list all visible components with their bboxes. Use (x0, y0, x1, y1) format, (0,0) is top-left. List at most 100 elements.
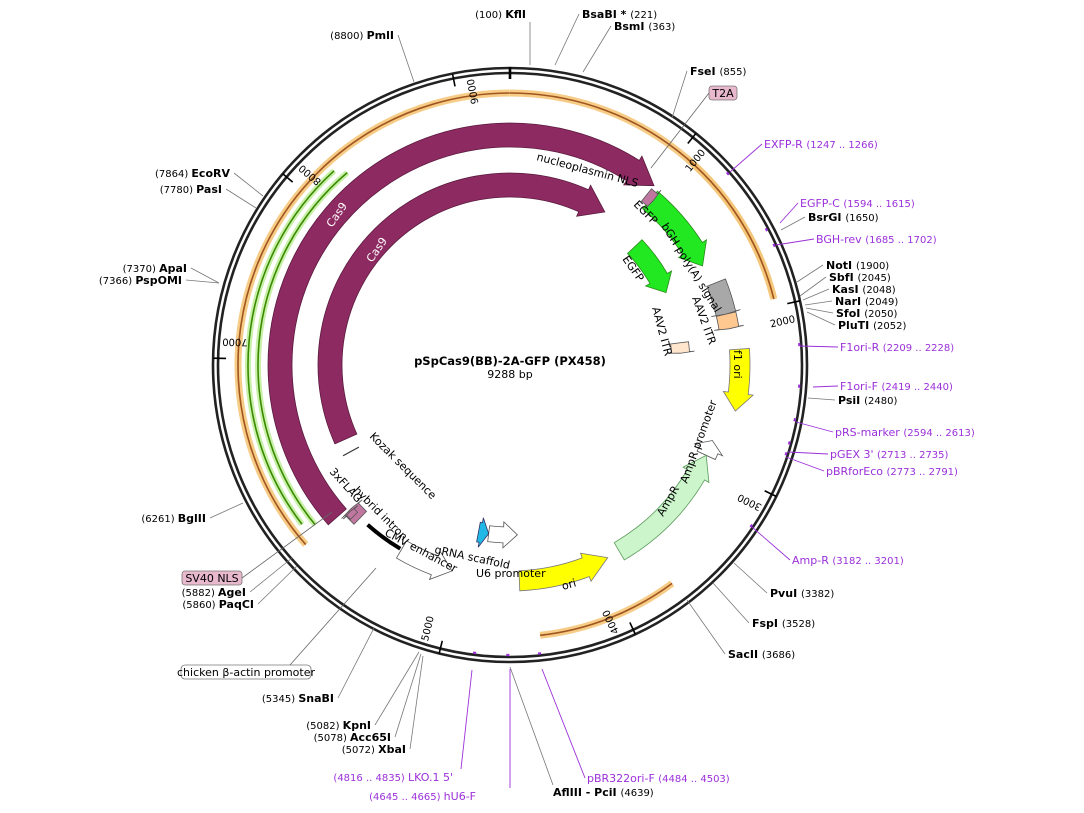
enzyme-line-17 (394, 653, 422, 738)
sv40-nls-text: SV40 NLS (185, 572, 238, 585)
enzyme-label-0: (100) KflI (475, 8, 526, 21)
enzyme-pos-4: (1650) (845, 213, 878, 224)
primer-name-8: Amp-R (792, 554, 832, 567)
tick-mark-3000 (764, 490, 777, 498)
enzyme-line-21 (249, 557, 293, 593)
enzyme-name-27: PmlI (367, 29, 394, 42)
chicken-actin-label: chicken β-actin promoter (177, 567, 377, 680)
primer-name-5: pRS-marker (835, 426, 903, 439)
enzyme-label-7: KasI (2048) (832, 283, 896, 296)
enzyme-line-24 (190, 267, 220, 284)
primer-line-3 (799, 345, 839, 348)
enzyme-label-20: (5860) PaqCI (182, 598, 254, 611)
enzyme-line-1 (554, 13, 580, 66)
primer-bar-6 (787, 441, 791, 445)
primer-name-10: hU6-F (444, 790, 476, 803)
primer-range-8: (3182 .. 3201) (832, 556, 904, 567)
tick-mark-1000 (687, 132, 697, 145)
primer-label-8: Amp-R (3182 .. 3201) (792, 554, 904, 567)
primer-line-8 (751, 526, 791, 561)
sv40-nls-label: SV40 NLS (181, 511, 333, 586)
plasmid-length: 9288 bp (487, 368, 532, 381)
primer-line-5 (795, 421, 834, 433)
enzyme-pos-19: (5345) (262, 694, 298, 705)
enzyme-line-18 (374, 651, 420, 726)
cas9-inner-arrow (317, 172, 606, 445)
primer-label-9: pBR322ori-F (4484 .. 4503) (587, 772, 730, 785)
orf-line-1 (540, 582, 673, 637)
label-u6-promoter: U6 promoter (476, 567, 546, 580)
enzyme-name-18: KpnI (343, 719, 371, 732)
enzyme-label-24: (7370) ApaI (123, 262, 187, 275)
primer-label-3: F1ori-R (2209 .. 2228) (840, 341, 954, 354)
enzyme-label-1: BsaBI * (221) (582, 8, 657, 21)
sv40-nls-box (342, 505, 359, 520)
orf-line-top (509, 92, 775, 300)
enzyme-pos-1: (221) (630, 10, 657, 21)
enzyme-label-18: (5082) KpnI (306, 719, 371, 732)
tick-label-3000: 3000 (736, 491, 764, 512)
enzyme-label-22: (6261) BglII (141, 512, 206, 525)
enzyme-pos-17: (5078) (314, 733, 350, 744)
enzyme-label-23: (7366) PspOMI (99, 274, 182, 287)
enzyme-label-26: (7864) EcoRV (155, 167, 230, 180)
enzyme-label-5: NotI (1900) (826, 259, 889, 272)
enzyme-pos-3: (855) (719, 67, 746, 78)
primer-name-9: pBR322ori-F (587, 772, 658, 785)
enzyme-pos-25: (7780) (160, 185, 196, 196)
tick-label-7000: 7000 (222, 336, 248, 348)
enzyme-name-6: SbfI (829, 271, 858, 284)
enzyme-name-5: NotI (826, 259, 856, 272)
cas9-outer-arrow (267, 122, 655, 526)
primer-range-7: (2773 .. 2791) (887, 467, 959, 478)
enzyme-line-15 (509, 666, 554, 786)
enzyme-name-8: NarI (835, 295, 865, 308)
enzyme-pos-11: (2480) (864, 396, 897, 407)
enzyme-name-7: KasI (832, 283, 862, 296)
enzyme-name-25: PasI (196, 183, 222, 196)
ampr-arrow (613, 454, 710, 561)
enzyme-pos-9: (2050) (864, 309, 897, 320)
nls-box (640, 188, 662, 211)
kozak-mark (342, 446, 360, 457)
enzyme-line-22 (209, 502, 244, 519)
u6-promoter-arrow (487, 520, 518, 549)
primer-label-4: F1ori-F (2419 .. 2440) (840, 380, 953, 393)
enzyme-pos-18: (5082) (306, 721, 342, 732)
enzyme-label-13: FspI (3528) (752, 617, 815, 630)
cmv-enhancer-arrow (395, 540, 453, 581)
enzyme-label-9: SfoI (2050) (836, 307, 898, 320)
primer-bar-7 (784, 451, 788, 456)
primer-bar-2 (772, 243, 776, 248)
bgh-polya-box (706, 278, 741, 318)
enzyme-line-2 (582, 25, 612, 73)
enzyme-line-25 (225, 188, 257, 209)
primer-label-5: pRS-marker (2594 .. 2613) (835, 426, 975, 439)
primer-line-11 (460, 669, 473, 770)
enzyme-pos-2: (363) (648, 22, 675, 33)
enzyme-name-3: FseI (690, 65, 719, 78)
enzyme-name-11: PsiI (838, 394, 864, 407)
enzyme-line-23 (185, 279, 220, 284)
gfp-line-0 (257, 172, 348, 526)
enzyme-name-2: BsmI (614, 20, 648, 33)
enzyme-name-22: BglII (178, 512, 206, 525)
label-kozak: Kozak sequence (367, 430, 439, 502)
primer-name-0: EXFP-R (764, 138, 806, 151)
enzyme-line-5 (796, 264, 824, 283)
enzyme-name-17: Acc65I (350, 731, 391, 744)
enzyme-line-7 (802, 288, 830, 301)
orf-line-2 (237, 92, 510, 546)
egfp-inner-arrow (626, 239, 673, 294)
primer-label-0: EXFP-R (1247 .. 1266) (764, 138, 878, 151)
enzyme-name-15: AflIII (553, 786, 586, 799)
enzyme-name-14: SacII (728, 648, 762, 661)
enzyme-label-27: (8800) PmlI (330, 29, 394, 42)
primer-line-0 (729, 143, 763, 173)
primer-bar-1 (764, 227, 769, 232)
primer-range-5: (2594 .. 2613) (903, 428, 975, 439)
f1-ori-arrow (722, 348, 755, 412)
enzyme-name-0: KflI (505, 8, 526, 21)
tick-mark-9000 (451, 73, 456, 87)
ampr-promoter-arrow (693, 440, 724, 461)
